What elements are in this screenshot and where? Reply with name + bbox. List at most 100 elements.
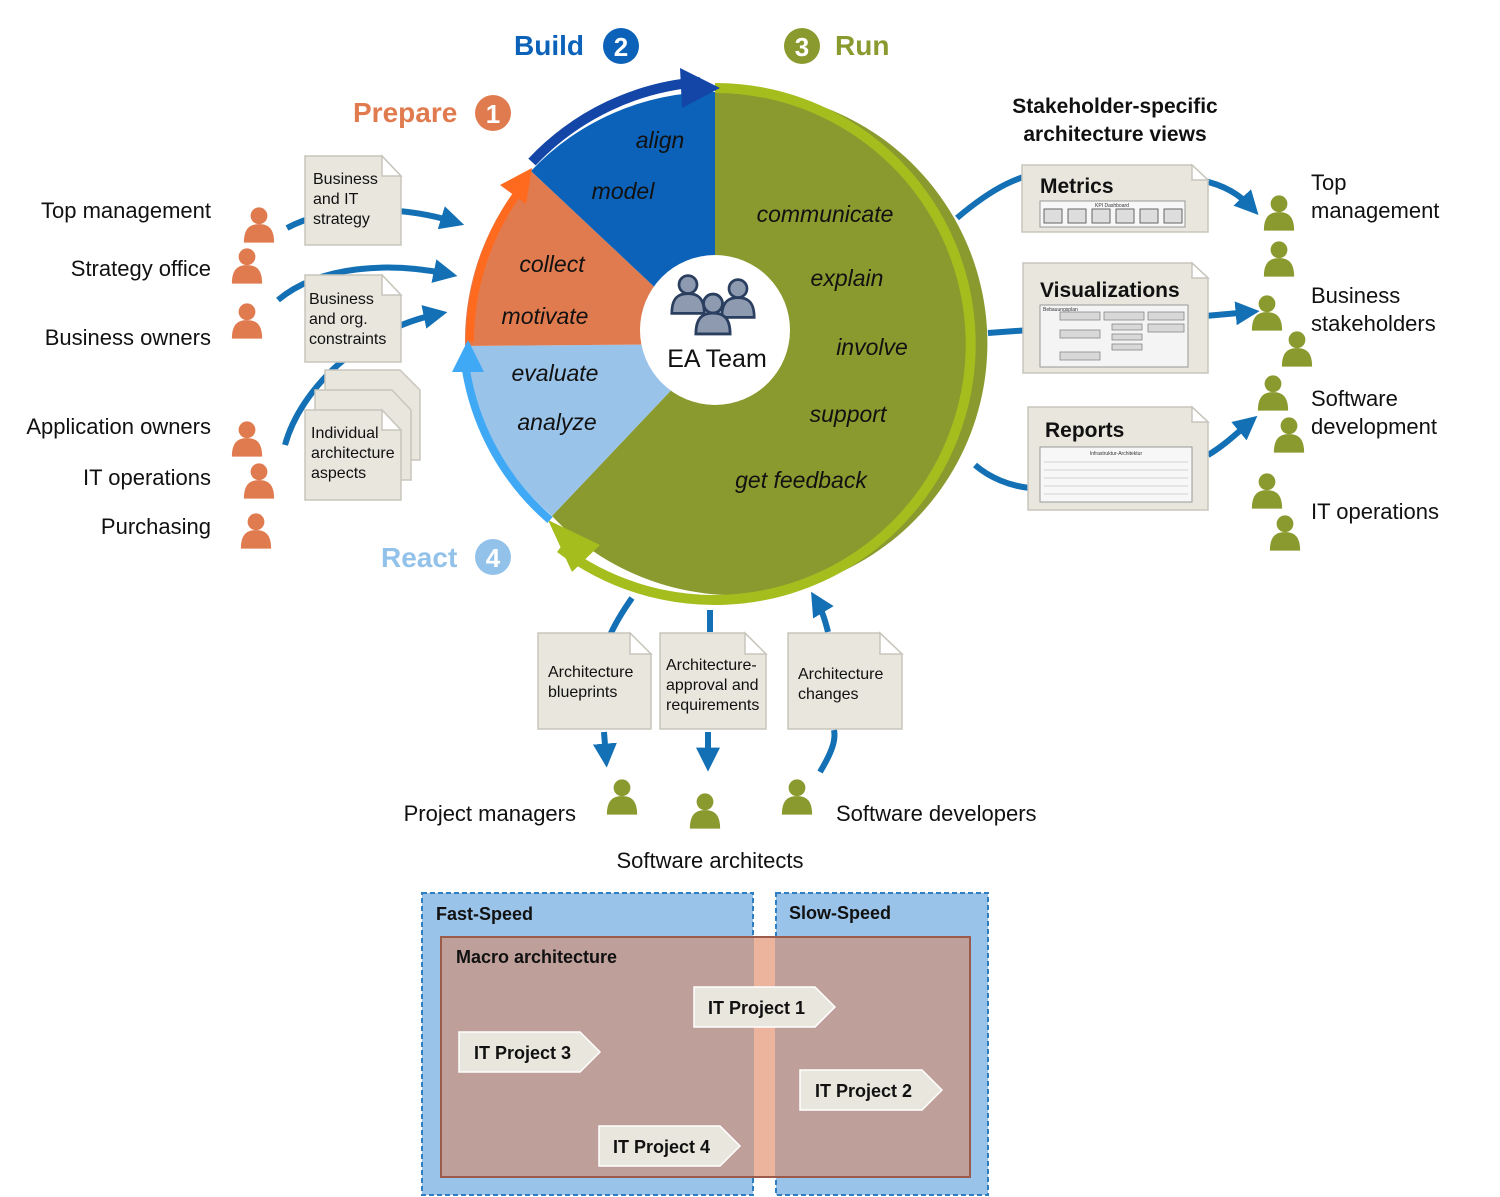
- bottom-doc-approval: Architecture- approval and requirements: [659, 631, 768, 730]
- arrow-left-2: [276, 259, 458, 303]
- prepare-label: Prepare: [353, 97, 457, 128]
- activity-analyze: analyze: [517, 409, 596, 435]
- views-title-line1: Stakeholder-specific: [1012, 95, 1218, 118]
- react-number-badge: [475, 539, 511, 575]
- left-stakeholder-top-management: Top management: [41, 198, 211, 223]
- prepare-ring: [465, 187, 524, 343]
- person-icon: [1269, 515, 1301, 551]
- right-stakeholders: Top management Business stakeholders Sof…: [1311, 170, 1439, 524]
- svg-text:Business: Business: [313, 171, 378, 188]
- react-number: 4: [486, 543, 501, 573]
- run-number-badge: [784, 28, 820, 64]
- bottom-stakeholder-project-managers: Project managers: [404, 801, 576, 826]
- person-icon: [240, 513, 272, 549]
- build-ring-arrowhead: [680, 68, 720, 108]
- activity-motivate: motivate: [502, 303, 589, 329]
- person-icon: [1273, 417, 1305, 453]
- svg-text:IT Project 1: IT Project 1: [708, 998, 805, 1018]
- right-stakeholder-top: Top: [1311, 170, 1346, 195]
- prepare-ring-arrowhead: [500, 168, 532, 204]
- report-thumbnail: [1039, 446, 1193, 503]
- activity-explain: explain: [811, 265, 884, 291]
- speed-gap: [754, 937, 775, 1177]
- run-ring: [556, 83, 976, 605]
- svg-text:blueprints: blueprints: [548, 684, 617, 701]
- activity-align: align: [636, 127, 685, 153]
- arrow-left-3: [282, 305, 448, 446]
- activity-involve: involve: [836, 334, 908, 360]
- left-stakeholder-it-operations: IT operations: [83, 465, 211, 490]
- report-thumbnail-title: Infrastruktur-Architektur: [1090, 451, 1143, 457]
- bottom-doc-changes: Architecture changes: [787, 631, 904, 730]
- person-icon: [1251, 473, 1283, 509]
- svg-text:and org.: and org.: [309, 311, 368, 328]
- left-stakeholder-business-owners: Business owners: [45, 325, 211, 350]
- metrics-thumbnail-title: KPI Dashboard: [1095, 203, 1129, 209]
- run-number: 3: [795, 32, 809, 62]
- right-stakeholder-it-operations: IT operations: [1311, 499, 1439, 524]
- right-stakeholder-development: development: [1311, 414, 1437, 439]
- person-icon: [243, 463, 275, 499]
- svg-text:Architecture: Architecture: [798, 666, 883, 683]
- ea-cycle: EA Team align model collect motivate eva…: [452, 68, 988, 605]
- build-label: Build: [514, 30, 584, 61]
- slow-speed-label: Slow-Speed: [789, 903, 891, 923]
- left-stakeholder-strategy-office: Strategy office: [71, 256, 211, 281]
- person-icon: [689, 793, 721, 829]
- green-person-icons-right: [1251, 195, 1313, 551]
- svg-text:IT Project 3: IT Project 3: [474, 1043, 571, 1063]
- macro-architecture-label: Macro architecture: [456, 947, 617, 967]
- person-icon: [231, 421, 263, 457]
- center-label: EA Team: [667, 345, 767, 373]
- svg-text:approval and: approval and: [666, 677, 759, 694]
- person-icon: [243, 207, 275, 243]
- svg-text:Individual: Individual: [311, 425, 379, 442]
- view-visualizations-title: Visualizations: [1040, 279, 1180, 302]
- visualization-thumbnail-title: Bebauungsplan: [1043, 307, 1078, 313]
- react-sector: [465, 344, 715, 516]
- activity-communicate: communicate: [757, 201, 894, 227]
- prepare-number: 1: [486, 99, 500, 129]
- view-reports-title: Reports: [1045, 419, 1124, 442]
- left-doc-strategy: Business and IT strategy: [304, 154, 403, 246]
- person-icon: [606, 779, 638, 815]
- view-reports: Reports Infrastruktur-Architektur: [1027, 405, 1210, 511]
- project-3: IT Project 3: [458, 1031, 602, 1073]
- right-stakeholder-business: Business: [1311, 283, 1400, 308]
- react-ring-arrowhead: [452, 340, 484, 372]
- svg-text:and IT: and IT: [313, 191, 359, 208]
- left-stakeholder-purchasing: Purchasing: [101, 514, 211, 539]
- phase-build-title: Build 2: [514, 28, 639, 64]
- right-stakeholder-stakeholders: stakeholders: [1311, 311, 1436, 336]
- activity-get-feedback: get feedback: [735, 467, 868, 493]
- right-stakeholder-management: management: [1311, 198, 1439, 223]
- svg-text:constraints: constraints: [309, 331, 386, 348]
- svg-text:IT Project 4: IT Project 4: [613, 1137, 710, 1157]
- build-number-badge: [603, 28, 639, 64]
- metrics-thumbnail: [1039, 200, 1186, 228]
- build-number: 2: [614, 32, 628, 62]
- activity-collect: collect: [519, 251, 586, 277]
- left-doc-constraints: Business and org. constraints: [304, 273, 403, 363]
- bottom-stakeholder-software-architects: Software architects: [616, 848, 803, 873]
- green-person-icons-bottom: [606, 779, 813, 829]
- person-icon: [781, 779, 813, 815]
- project-2: IT Project 2: [799, 1069, 944, 1111]
- activity-evaluate: evaluate: [512, 360, 599, 386]
- left-stakeholders: Top management Strategy office Business …: [26, 198, 275, 549]
- activity-model: model: [592, 178, 656, 204]
- person-icon: [231, 248, 263, 284]
- svg-text:Architecture-: Architecture-: [666, 657, 757, 674]
- react-ring: [462, 369, 553, 524]
- run-ring-arrowhead: [548, 520, 600, 572]
- views-title-line2: architecture views: [1023, 123, 1206, 146]
- phase-prepare-title: Prepare 1: [353, 95, 511, 131]
- person-icon: [231, 303, 263, 339]
- svg-text:requirements: requirements: [666, 697, 759, 714]
- svg-text:architecture: architecture: [311, 445, 395, 462]
- svg-text:aspects: aspects: [311, 465, 366, 482]
- left-stakeholder-application-owners: Application owners: [26, 414, 211, 439]
- phase-react-title: React 4: [381, 539, 511, 575]
- view-visualizations: Visualizations Bebauungsplan: [1022, 261, 1210, 374]
